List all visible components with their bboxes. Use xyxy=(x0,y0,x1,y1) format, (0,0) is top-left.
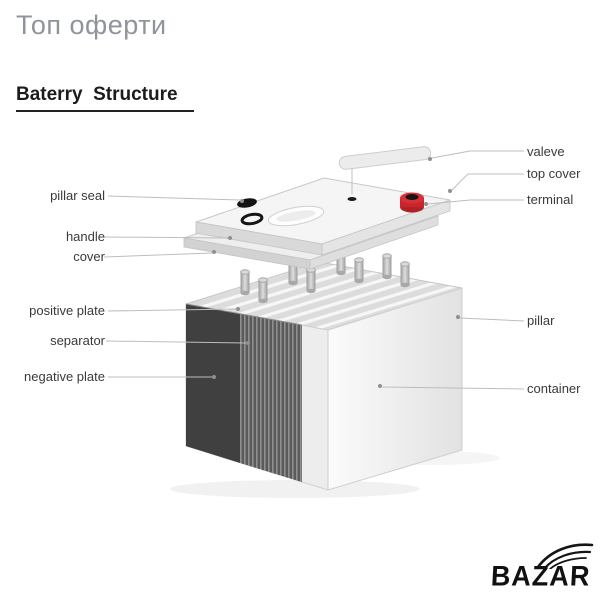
label-pillar-seal: pillar seal xyxy=(50,188,105,203)
site-watermark-text: Топ оферти xyxy=(16,10,167,40)
label-handle: handle xyxy=(65,229,105,244)
leader-lines xyxy=(103,150,525,390)
label-negative-plate: negative plate xyxy=(24,369,105,384)
diagram-title: Baterry Structure xyxy=(16,84,194,112)
negative-plate-block xyxy=(185,303,303,482)
valve-strip xyxy=(338,146,432,195)
pillar-posts xyxy=(240,249,410,304)
terminal-post xyxy=(400,192,424,213)
label-top-cover: top cover xyxy=(527,166,581,181)
logo-text: BAZAR xyxy=(489,560,591,592)
leader-dots xyxy=(212,157,460,388)
label-cover: cover xyxy=(73,249,105,264)
label-positive-plate: positive plate xyxy=(29,303,105,318)
wing-icon xyxy=(536,543,594,569)
vent-hole xyxy=(347,197,357,201)
label-container: container xyxy=(527,381,581,396)
handle-recess xyxy=(267,205,325,227)
label-valeve: valeve xyxy=(527,144,565,159)
label-pillar: pillar xyxy=(527,313,555,328)
marketplace-logo: BAZAR xyxy=(489,543,594,592)
label-terminal: terminal xyxy=(527,192,574,207)
seal-ring xyxy=(240,212,264,226)
top-cover-plate xyxy=(195,177,451,256)
separator-fins xyxy=(240,314,302,482)
label-separator: separator xyxy=(50,333,105,348)
